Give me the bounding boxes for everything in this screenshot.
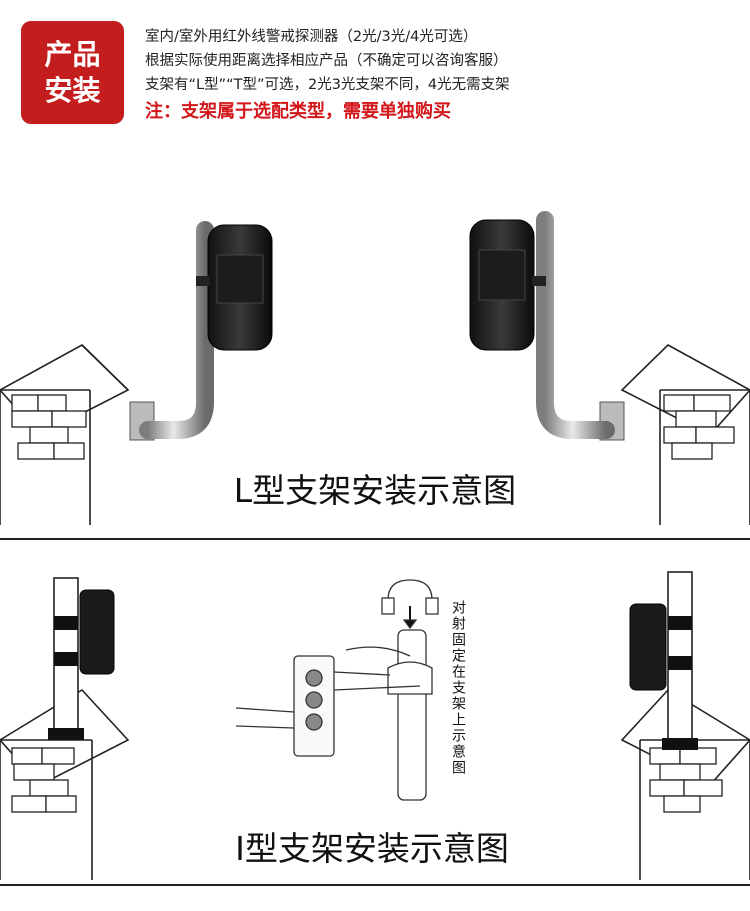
l-bracket-caption: L型支架安装示意图 bbox=[234, 471, 516, 510]
badge-line-1: 产品 bbox=[44, 37, 101, 71]
left-i-pole bbox=[48, 577, 84, 740]
badge-line-2: 安装 bbox=[44, 73, 101, 107]
section-divider-1 bbox=[0, 538, 750, 540]
description-line-2: 根据实际使用距离选择相应产品（不确定可以咨询客服） bbox=[145, 53, 508, 69]
description-block: 室内/室外用红外线警戒探测器（2光/3光/4光可选） 根据实际使用距离选择相应产… bbox=[145, 25, 510, 125]
right-i-pole bbox=[662, 571, 698, 750]
left-wall bbox=[0, 344, 130, 525]
i-bracket-illustration: 对射固定在支架上示意图 I型支架安装示意图 bbox=[0, 571, 750, 880]
left-i-detector bbox=[79, 589, 115, 675]
right-i-detector bbox=[629, 603, 667, 691]
right-l-bracket bbox=[536, 211, 615, 439]
l-bracket-illustration: L型支架安装示意图 bbox=[0, 211, 750, 525]
right-detector bbox=[469, 219, 546, 351]
mounting-detail bbox=[235, 579, 439, 801]
optional-bracket-note: 注：支架属于选配类型，需要单独购买 bbox=[145, 101, 451, 122]
i-bracket-caption: I型支架安装示意图 bbox=[235, 829, 509, 868]
mounting-vertical-note: 对射固定在支架上示意图 bbox=[450, 600, 466, 776]
left-l-bracket bbox=[139, 221, 214, 439]
product-install-badge: 产品 安装 bbox=[21, 21, 124, 124]
description-line-3: 支架有“L型”“T型”可选，2光3光支架不同，4光无需支架 bbox=[145, 77, 510, 93]
left-detector bbox=[196, 224, 273, 351]
right-wall bbox=[620, 344, 750, 525]
section-divider-2 bbox=[0, 884, 750, 886]
description-line-1: 室内/室外用红外线警戒探测器（2光/3光/4光可选） bbox=[145, 29, 478, 45]
